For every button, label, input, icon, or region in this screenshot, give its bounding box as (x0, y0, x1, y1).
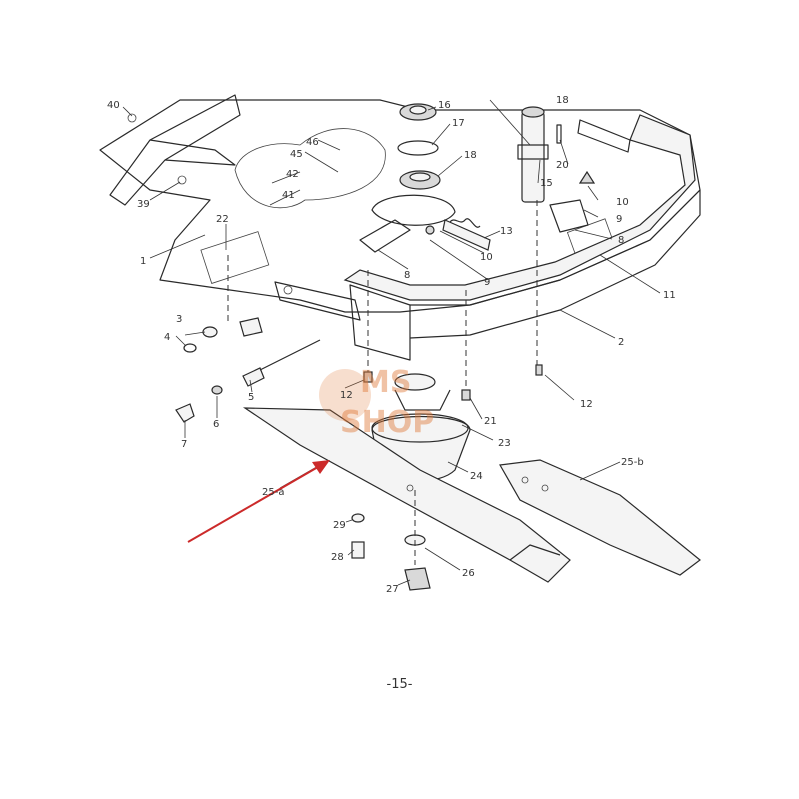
callout-9-left: 9 (484, 277, 490, 288)
watermark-text-top: MS (360, 365, 411, 400)
callout-9-right: 9 (616, 214, 622, 225)
tension-bracket (359, 119, 631, 253)
callout-4: 4 (164, 332, 170, 343)
callout-28: 28 (331, 552, 344, 563)
callout-21: 21 (484, 416, 497, 427)
callout-6: 6 (213, 419, 219, 430)
callout-11: 11 (663, 290, 676, 301)
callout-20: 20 (556, 160, 569, 171)
assembly-guide-lines (227, 255, 467, 390)
top-left-bracket (109, 94, 241, 206)
callout-8-left: 8 (404, 270, 410, 281)
callout-17: 17 (452, 118, 465, 129)
callout-15: 15 (540, 178, 553, 189)
callout-3: 3 (176, 314, 182, 325)
callout-10-right: 10 (616, 197, 629, 208)
shop-watermark: MS SHOP (319, 365, 434, 440)
callout-26: 26 (462, 568, 475, 579)
callout-10-left: 10 (480, 252, 493, 263)
callout-13: 13 (500, 226, 513, 237)
front-arm (274, 281, 361, 321)
callout-24: 24 (470, 471, 483, 482)
callout-22: 22 (216, 214, 229, 225)
callout-18: 18 (464, 150, 477, 161)
callout-23: 23 (498, 438, 511, 449)
callout-2: 2 (618, 337, 624, 348)
callout-1: 1 (140, 256, 146, 267)
callout-39: 39 (137, 199, 150, 210)
leader-lines (122, 99, 661, 586)
bottom-hardware (351, 490, 431, 591)
callout-25-b: 25-b (621, 457, 644, 468)
callout-25-a: 25-a (262, 487, 284, 498)
callout-7: 7 (181, 439, 187, 450)
callout-8-right: 8 (618, 235, 624, 246)
callout-12-left: 12 (340, 390, 353, 401)
callout-41: 41 (282, 190, 295, 201)
callout-40: 40 (107, 100, 120, 111)
drive-shaft (517, 106, 549, 365)
watermark-text-bottom: SHOP (340, 405, 434, 440)
left-hardware (175, 317, 321, 423)
cutting-blades (242, 407, 701, 583)
callout-labels: 40 39 1 22 2 3 4 5 6 7 8 9 10 13 10 9 8 … (107, 95, 676, 595)
callout-5: 5 (248, 392, 254, 403)
callout-29: 29 (333, 520, 346, 531)
callout-16: 16 (438, 100, 451, 111)
callout-12-right: 12 (580, 399, 593, 410)
page-number: -15- (386, 677, 413, 692)
pointer-arrow (187, 460, 330, 543)
callout-42: 42 (286, 169, 299, 180)
callout-27: 27 (386, 584, 399, 595)
callout-45: 45 (290, 149, 303, 160)
callout-18-top: 18 (556, 95, 569, 106)
spindle-bearing-stack (371, 103, 456, 226)
callout-46: 46 (306, 137, 319, 148)
